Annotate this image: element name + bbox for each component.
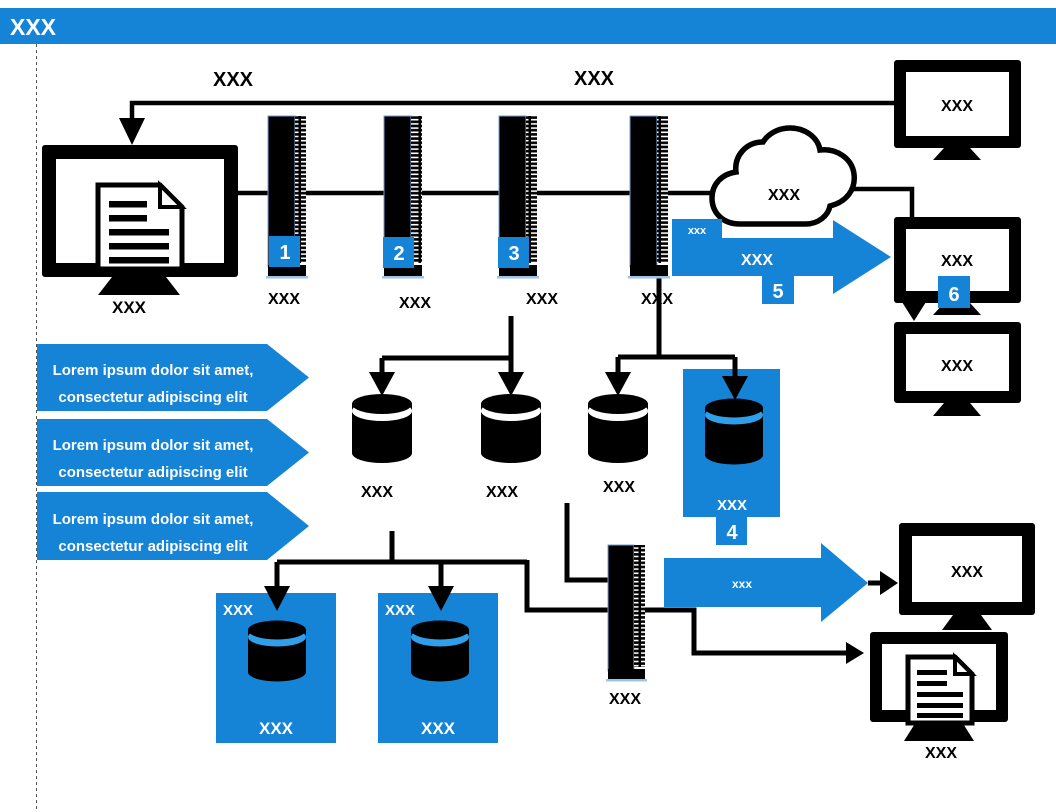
client-monitor-label: XXX xyxy=(112,298,147,317)
database-4-panel: XXX 4 xyxy=(683,357,780,545)
monitor-bottom-right: XXX xyxy=(899,523,1035,630)
cloud-shape: XXX xyxy=(709,125,857,227)
database-2-label: XXX xyxy=(486,484,518,501)
callout-banner-3: Lorem ipsum dolor sit amet, consectetur … xyxy=(37,492,309,560)
server-5-label: XXX xyxy=(609,691,641,708)
svg-text:Lorem ipsum dolor sit amet,: Lorem ipsum dolor sit amet, xyxy=(53,511,254,528)
flow-arrow-5: xxx XXX 5 xyxy=(672,219,891,304)
monitor-top-right-label: XXX xyxy=(941,98,973,115)
database-3-label: XXX xyxy=(603,479,635,496)
database-4-label: XXX xyxy=(717,497,747,514)
document-icon xyxy=(95,180,187,272)
svg-text:consectetur adipiscing elit: consectetur adipiscing elit xyxy=(58,464,247,481)
server-3-badge: 3 xyxy=(498,237,529,268)
server-4-label: XXX xyxy=(641,291,673,308)
page-title: XXX xyxy=(10,14,57,40)
storage-panel-a-corner-label: XXX xyxy=(223,602,253,619)
database-1-label: XXX xyxy=(361,484,393,501)
server-4: XXX xyxy=(628,115,673,308)
flow-label-center: XXX xyxy=(574,68,615,90)
svg-text:Lorem ipsum dolor sit amet,: Lorem ipsum dolor sit amet, xyxy=(53,362,254,379)
cloud-label: XXX xyxy=(768,187,800,204)
server-2-label: XXX xyxy=(399,295,431,312)
server-2-badge: 2 xyxy=(383,237,414,268)
callout-banner-1: Lorem ipsum dolor sit amet, consectetur … xyxy=(37,344,309,411)
flow-arrow-bottom: xxx xyxy=(664,543,868,622)
monitor-top-right: XXX xyxy=(894,60,1021,160)
monitor-bottom-right-label: XXX xyxy=(951,564,983,581)
client-monitor: XXX xyxy=(42,145,238,317)
storage-panel-a: XXX XXX xyxy=(216,562,336,743)
flow-label-left: XXX xyxy=(213,69,254,91)
monitor-mid-right: XXX xyxy=(894,217,1021,315)
document-icon xyxy=(905,652,977,726)
server-3-label: XXX xyxy=(526,291,558,308)
arrow-bottom-label: xxx xyxy=(732,577,752,591)
header-bar: XXX xyxy=(0,8,1056,44)
doc-monitor: XXX xyxy=(870,632,1008,762)
svg-text:Lorem ipsum dolor sit amet,: Lorem ipsum dolor sit amet, xyxy=(53,437,254,454)
server-2: XXX xyxy=(382,115,431,312)
monitor-mid-right-badge: 6 xyxy=(938,276,970,308)
monitor-lower-right-label: XXX xyxy=(941,358,973,375)
svg-text:6: 6 xyxy=(948,284,959,306)
svg-text:2: 2 xyxy=(393,243,404,265)
svg-text:1: 1 xyxy=(279,242,290,264)
server-3: XXX xyxy=(497,115,558,308)
database-1: XXX xyxy=(352,394,412,501)
server-5: XXX xyxy=(606,544,647,708)
storage-panel-b-corner-label: XXX xyxy=(385,602,415,619)
arrow-5-badge: 5 xyxy=(772,281,783,303)
storage-panel-b-label: XXX xyxy=(421,719,456,738)
callout-banner-2: Lorem ipsum dolor sit amet, consectetur … xyxy=(37,419,309,486)
arrow-5-label: XXX xyxy=(741,252,773,269)
svg-text:consectetur adipiscing elit: consectetur adipiscing elit xyxy=(58,389,247,406)
database-4-badge: 4 xyxy=(726,522,738,544)
server-1-badge: 1 xyxy=(269,236,300,267)
monitor-lower-right: XXX xyxy=(894,322,1021,416)
database-3: XXX xyxy=(588,394,648,496)
svg-text:consectetur adipiscing elit: consectetur adipiscing elit xyxy=(58,538,247,555)
monitor-mid-right-label: XXX xyxy=(941,253,973,270)
storage-panel-a-label: XXX xyxy=(259,719,294,738)
doc-monitor-label: XXX xyxy=(925,745,957,762)
server-1-label: XXX xyxy=(268,291,300,308)
svg-text:3: 3 xyxy=(508,243,519,265)
server-1: XXX xyxy=(266,115,308,308)
storage-panel-b: XXX XXX xyxy=(378,562,498,743)
arrow-5-tag: xxx xyxy=(688,225,707,237)
database-2: XXX xyxy=(481,394,541,501)
